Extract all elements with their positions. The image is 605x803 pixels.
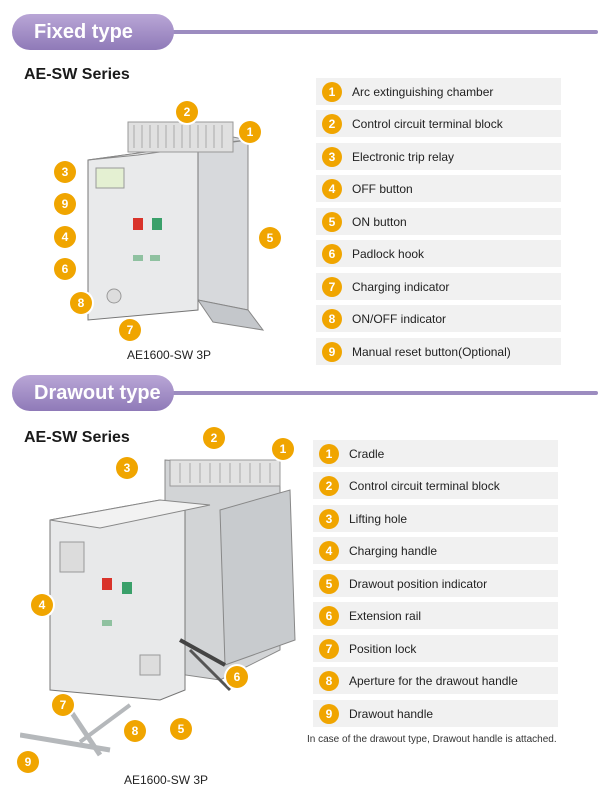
drawout-callout-6: 6 xyxy=(226,666,248,688)
legend-label: Cradle xyxy=(349,446,385,461)
drawout-legend-item: 2 Control circuit terminal block xyxy=(313,472,558,499)
fixed-legend-item: 7 Charging indicator xyxy=(316,273,561,300)
fixed-callout-8: 8 xyxy=(70,292,92,314)
fixed-callout-9: 9 xyxy=(54,193,76,215)
drawout-type-header: Drawout type xyxy=(12,375,598,411)
drawout-callout-4: 4 xyxy=(31,594,53,616)
fixed-callout-2: 2 xyxy=(176,101,198,123)
legend-number: 6 xyxy=(319,605,339,626)
legend-label: Drawout handle xyxy=(349,706,434,721)
drawout-breaker-illustration xyxy=(20,459,296,757)
drawout-callout-7: 7 xyxy=(52,694,74,716)
legend-label: ON button xyxy=(352,214,407,229)
legend-label: Electronic trip relay xyxy=(352,149,455,164)
drawout-callout-3: 3 xyxy=(116,457,138,479)
drawout-legend-item: 6 Extension rail xyxy=(313,602,558,629)
fixed-legend-item: 9 Manual reset button(Optional) xyxy=(316,338,561,365)
legend-number: 1 xyxy=(322,81,342,102)
fixed-header-rule xyxy=(162,30,598,34)
fixed-callout-6: 6 xyxy=(54,258,76,280)
legend-label: Charging indicator xyxy=(352,279,450,294)
fixed-legend-item: 6 Padlock hook xyxy=(316,240,561,267)
fixed-callout-7: 7 xyxy=(119,319,141,341)
drawout-callout-5: 5 xyxy=(170,718,192,740)
fixed-callout-5: 5 xyxy=(259,227,281,249)
legend-label: Arc extinguishing chamber xyxy=(352,84,494,99)
legend-label: ON/OFF indicator xyxy=(352,311,447,326)
drawout-legend: 1 Cradle 2 Control circuit terminal bloc… xyxy=(313,440,558,730)
drawout-type-title: Drawout type xyxy=(12,375,174,411)
legend-label: Control circuit terminal block xyxy=(349,478,500,493)
legend-label: OFF button xyxy=(352,181,413,196)
drawout-legend-item: 5 Drawout position indicator xyxy=(313,570,558,597)
legend-label: Aperture for the drawout handle xyxy=(349,673,518,688)
legend-number: 9 xyxy=(322,341,342,362)
legend-label: Control circuit terminal block xyxy=(352,116,503,131)
legend-number: 7 xyxy=(319,638,339,659)
legend-number: 5 xyxy=(322,211,342,232)
legend-number: 6 xyxy=(322,243,342,264)
drawout-callout-1: 1 xyxy=(272,438,294,460)
drawout-callout-9: 9 xyxy=(17,751,39,773)
fixed-callout-1: 1 xyxy=(239,121,261,143)
legend-label: Padlock hook xyxy=(352,246,425,261)
fixed-callout-4: 4 xyxy=(54,226,76,248)
legend-number: 8 xyxy=(319,670,339,691)
legend-number: 3 xyxy=(319,508,339,529)
legend-number: 2 xyxy=(322,113,342,134)
drawout-note: In case of the drawout type, Drawout han… xyxy=(307,734,557,745)
legend-label: Lifting hole xyxy=(349,511,408,526)
fixed-legend-item: 4 OFF button xyxy=(316,175,561,202)
legend-label: Extension rail xyxy=(349,608,422,623)
legend-label: Position lock xyxy=(349,641,417,656)
legend-label: Drawout position indicator xyxy=(349,576,488,591)
drawout-legend-item: 8 Aperture for the drawout handle xyxy=(313,667,558,694)
fixed-breaker-illustration xyxy=(87,121,265,331)
fixed-type-header: Fixed type xyxy=(12,14,598,50)
fixed-legend-item: 1 Arc extinguishing chamber xyxy=(316,78,561,105)
drawout-legend-item: 1 Cradle xyxy=(313,440,558,467)
legend-number: 3 xyxy=(322,146,342,167)
drawout-legend-item: 3 Lifting hole xyxy=(313,505,558,532)
drawout-header-rule xyxy=(162,391,598,395)
drawout-callout-2: 2 xyxy=(203,427,225,449)
legend-number: 4 xyxy=(322,178,342,199)
fixed-callout-3: 3 xyxy=(54,161,76,183)
fixed-legend-item: 5 ON button xyxy=(316,208,561,235)
drawout-legend-item: 7 Position lock xyxy=(313,635,558,662)
legend-label: Manual reset button(Optional) xyxy=(352,344,511,359)
fixed-legend-item: 8 ON/OFF indicator xyxy=(316,305,561,332)
fixed-type-title: Fixed type xyxy=(12,14,174,50)
legend-label: Charging handle xyxy=(349,543,438,558)
fixed-caption: AE1600-SW 3P xyxy=(127,348,212,362)
drawout-legend-item: 4 Charging handle xyxy=(313,537,558,564)
legend-number: 7 xyxy=(322,276,342,297)
fixed-series-title: AE-SW Series xyxy=(24,66,130,83)
fixed-legend-item: 3 Electronic trip relay xyxy=(316,143,561,170)
legend-number: 4 xyxy=(319,540,339,561)
legend-number: 1 xyxy=(319,443,339,464)
drawout-series-title: AE-SW Series xyxy=(24,429,130,446)
legend-number: 2 xyxy=(319,475,339,496)
legend-number: 9 xyxy=(319,703,339,724)
drawout-callout-8: 8 xyxy=(124,720,146,742)
legend-number: 8 xyxy=(322,308,342,329)
drawout-legend-item: 9 Drawout handle xyxy=(313,700,558,727)
drawout-caption: AE1600-SW 3P xyxy=(124,773,209,787)
fixed-legend-item: 2 Control circuit terminal block xyxy=(316,110,561,137)
legend-number: 5 xyxy=(319,573,339,594)
fixed-legend: 1 Arc extinguishing chamber 2 Control ci… xyxy=(316,78,561,368)
